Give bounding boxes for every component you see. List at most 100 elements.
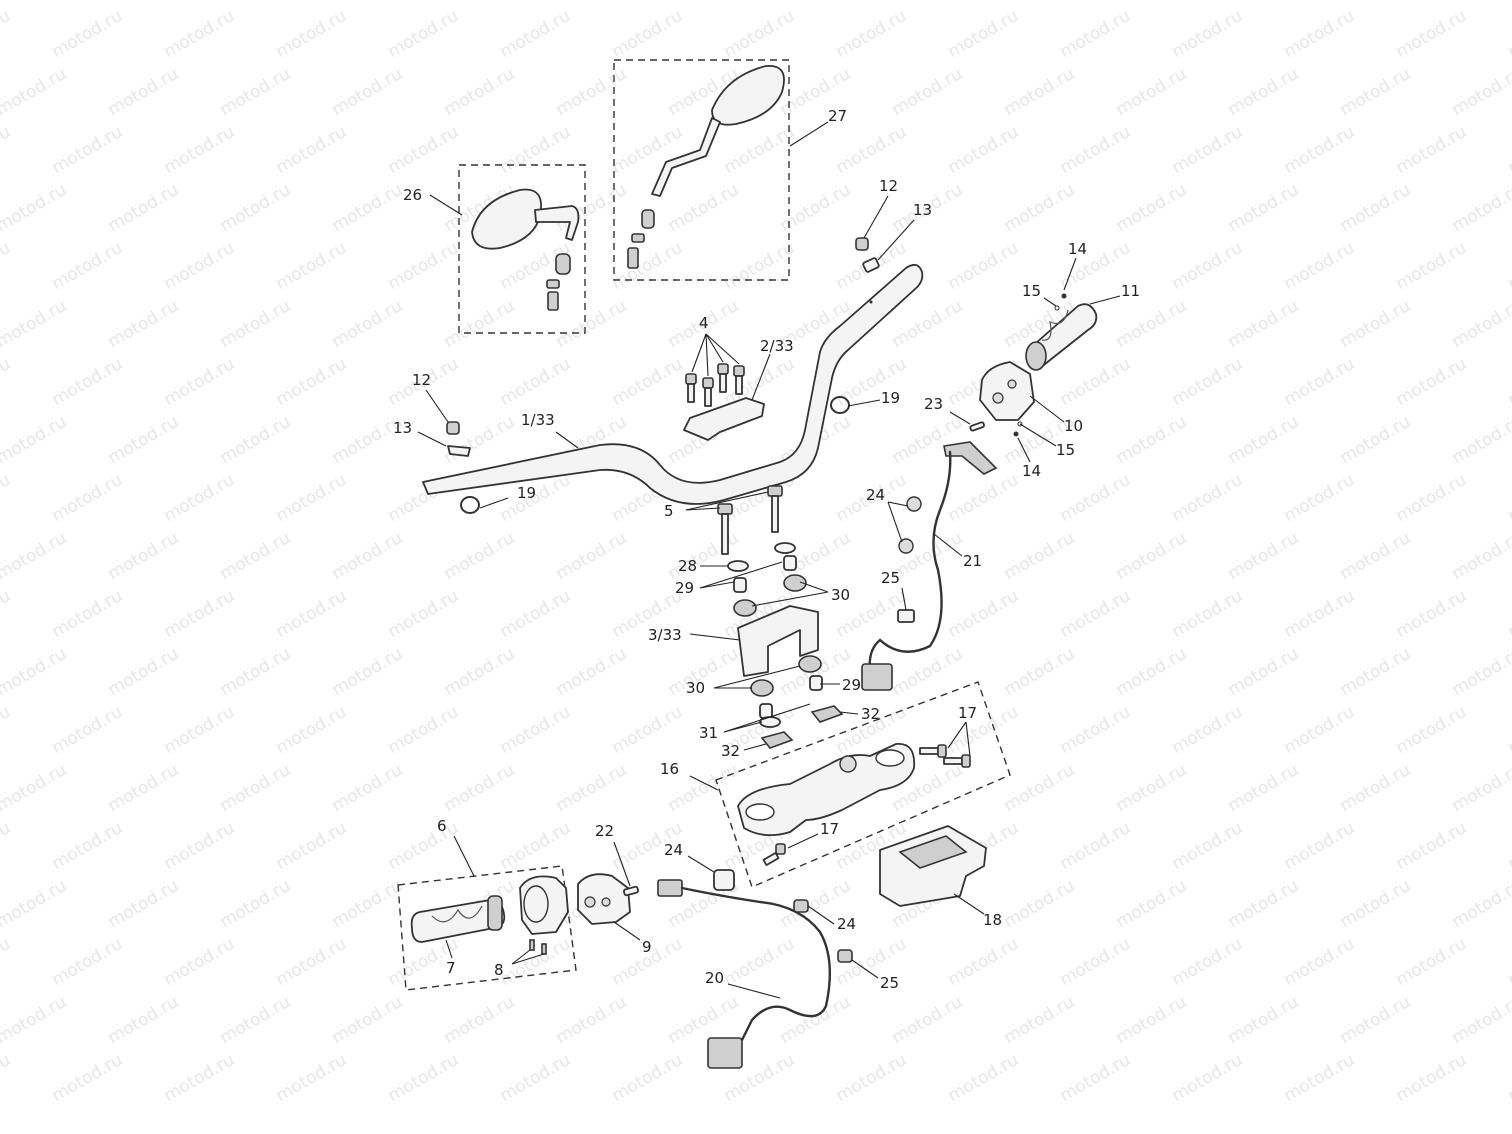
- callout-18: 18: [983, 911, 1002, 929]
- rubber-lower-left: [750, 679, 774, 697]
- watermark-text: motod.ru: [609, 354, 687, 410]
- sleeve-wire-2: [837, 949, 853, 963]
- watermark-text: motod.ru: [105, 992, 183, 1048]
- callout-11: 11: [1121, 282, 1140, 300]
- watermark-text: motod.ru: [0, 992, 70, 1048]
- watermark-text: motod.ru: [273, 818, 351, 874]
- bush-lower-left: [759, 703, 773, 719]
- right-grip-flange: [1025, 341, 1047, 371]
- watermark-text: motod.ru: [1225, 644, 1303, 700]
- watermark-text: motod.ru: [161, 586, 239, 642]
- callout-7: 7: [446, 959, 456, 977]
- watermark-text: motod.ru: [1169, 586, 1247, 642]
- watermark-text: motod.ru: [329, 296, 407, 352]
- callout-26: 26: [403, 186, 422, 204]
- callout-24-upper: 24: [866, 486, 885, 504]
- watermark-text: motod.ru: [609, 6, 687, 62]
- watermark-text: motod.ru: [105, 760, 183, 816]
- clip-plate-left: [447, 445, 471, 457]
- watermark-text: motod.ru: [0, 122, 14, 178]
- watermark-text: motod.ru: [161, 818, 239, 874]
- watermark-text: motod.ru: [49, 586, 127, 642]
- watermark-text: motod.ru: [1449, 64, 1512, 120]
- watermark-text: motod.ru: [0, 702, 14, 758]
- watermark-text: motod.ru: [1337, 992, 1415, 1048]
- watermark-text: motod.ru: [553, 528, 631, 584]
- watermark-text: motod.ru: [1001, 180, 1079, 236]
- watermark-text: motod.ru: [0, 644, 70, 700]
- clip-left: [446, 421, 460, 435]
- mirror-right-group-box: [613, 59, 790, 281]
- watermark-text: motod.ru: [0, 0, 70, 4]
- callout-19-right: 19: [881, 389, 900, 407]
- clip-right: [855, 237, 869, 251]
- callout-labels: 26 27 12 13 14 15 11 4 2/33 12 19 23 13 …: [393, 107, 1140, 992]
- watermark-text: motod.ru: [1057, 818, 1135, 874]
- watermark-text: motod.ru: [329, 528, 407, 584]
- washer-left: [727, 560, 749, 572]
- watermark-text: motod.ru: [833, 122, 911, 178]
- watermark-text: motod.ru: [273, 934, 351, 990]
- watermark-text: motod.ru: [1505, 702, 1512, 758]
- watermark-text: motod.ru: [161, 1050, 239, 1106]
- left-grip-pattern: [431, 905, 483, 923]
- callout-16: 16: [660, 760, 679, 778]
- watermark-text: motod.ru: [1113, 412, 1191, 468]
- stem-nut: [839, 755, 857, 773]
- cable-tie-right: [830, 396, 850, 414]
- watermark-text: motod.ru: [49, 354, 127, 410]
- watermark-text: motod.ru: [945, 586, 1023, 642]
- watermark-text: motod.ru: [1281, 586, 1359, 642]
- watermark-text: motod.ru: [1001, 876, 1079, 932]
- watermark-text: motod.ru: [609, 1050, 687, 1106]
- watermark-text: motod.ru: [1113, 296, 1191, 352]
- callout-22: 22: [595, 822, 614, 840]
- watermark-text: motod.ru: [441, 296, 519, 352]
- watermark-text: motod.ru: [1001, 64, 1079, 120]
- callout-17-upper: 17: [958, 704, 977, 722]
- watermark-text: motod.ru: [1449, 296, 1512, 352]
- watermark-text: motod.ru: [1169, 818, 1247, 874]
- watermark-text: motod.ru: [217, 760, 295, 816]
- plate-left: [760, 731, 794, 749]
- watermark-text: motod.ru: [1113, 0, 1191, 4]
- grommet-upper: [906, 496, 922, 512]
- mirror-left-stem: [534, 205, 580, 241]
- watermark-text: motod.ru: [721, 6, 799, 62]
- watermark-text: motod.ru: [0, 934, 14, 990]
- rubber-upper-left: [733, 599, 757, 617]
- bush-upper-right: [783, 555, 797, 571]
- watermark-text: motod.ru: [217, 876, 295, 932]
- watermark-text: motod.ru: [1225, 0, 1303, 4]
- top-yoke-group-box: [715, 681, 1011, 888]
- watermark-text: motod.ru: [0, 876, 70, 932]
- watermark-text: motod.ru: [609, 122, 687, 178]
- watermark-text: motod.ru: [385, 1050, 463, 1106]
- watermark-text: motod.ru: [497, 934, 575, 990]
- watermark-text: motod.ru: [945, 702, 1023, 758]
- watermark-text: motod.ru: [1225, 412, 1303, 468]
- mirror-left-group-box: [458, 164, 586, 334]
- watermark-text: motod.ru: [1393, 702, 1471, 758]
- watermark-text: motod.ru: [1169, 6, 1247, 62]
- watermark-text: motod.ru: [273, 354, 351, 410]
- watermark-text: motod.ru: [1057, 586, 1135, 642]
- watermark-text: motod.ru: [161, 702, 239, 758]
- grommet-lower: [898, 538, 914, 554]
- watermark-text: motod.ru: [161, 470, 239, 526]
- watermark-text: motod.ru: [441, 760, 519, 816]
- watermark-text: motod.ru: [0, 818, 14, 874]
- watermark-text: motod.ru: [329, 876, 407, 932]
- watermark-text: motod.ru: [105, 528, 183, 584]
- top-yoke-hole-left: [745, 803, 775, 821]
- left-grip: [410, 899, 506, 943]
- watermark-text: motod.ru: [441, 64, 519, 120]
- clamp-bolts: [685, 363, 745, 407]
- watermark-text: motod.ru: [0, 6, 14, 62]
- watermark-text: motod.ru: [1505, 818, 1512, 874]
- watermark-text: motod.ru: [553, 644, 631, 700]
- watermark-text: motod.ru: [1337, 876, 1415, 932]
- watermark-text: motod.ru: [161, 354, 239, 410]
- watermark-text: motod.ru: [161, 122, 239, 178]
- watermark-text: motod.ru: [1001, 760, 1079, 816]
